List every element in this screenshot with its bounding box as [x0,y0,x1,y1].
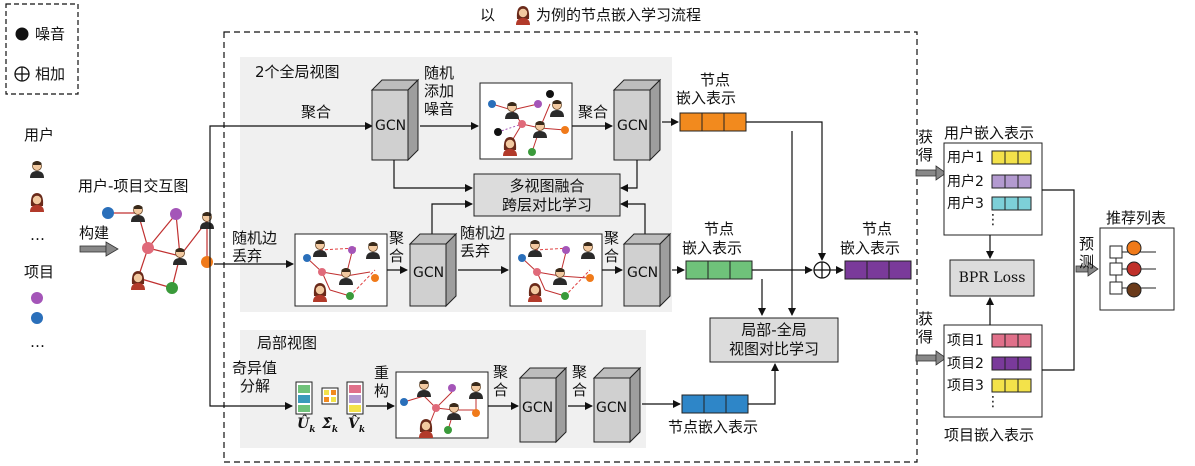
local-view-title: 局部视图 [257,334,318,352]
obtain-user-line1: 获 [918,128,934,146]
fusion-line2: 跨层对比学习 [501,196,592,214]
predict-line2: 测 [1079,253,1095,271]
reconstruct-line1: 重 [374,364,390,382]
edge-drop-2-line2: 丢弃 [460,242,491,260]
obtain-user-line2: 得 [918,146,934,164]
gcn-label-3: GCN [413,265,445,281]
users-label: 用户 [24,126,55,144]
gcn-box-3 [408,232,458,308]
add-noise-line3: 噪音 [424,100,455,118]
gcn-label-2: GCN [617,118,649,134]
user-icon-2 [30,193,44,212]
gcn-label-1: GCN [375,118,407,134]
user-vdots: ⋮ [986,212,1000,228]
blue-embedding [681,394,749,414]
global-view-title: 2个全局视图 [255,63,340,81]
item-1-label: 项目1 [947,333,984,349]
add-noise-line2: 添加 [424,82,455,100]
user-1-label: 用户1 [947,150,984,166]
node-embedding-top-line1: 节点 [699,71,730,89]
local-global-contrast-box [709,317,839,363]
node-embedding-top-line2: 嵌入表示 [676,89,737,107]
edge-drop-1-line1: 随机边 [232,229,278,247]
legend-noise-label: 噪音 [35,25,66,43]
aggregate-label-3: 聚合 [389,229,405,265]
gcn-label-4: GCN [627,265,659,281]
matrix-u-label: Ûk [297,416,316,435]
gcn-box-4 [622,232,672,308]
gcn-label-5: GCN [522,400,554,416]
gcn-label-6: GCN [596,400,628,416]
svd-matrices [295,381,364,415]
aggregate-label-6: 聚合 [572,363,588,399]
edge-drop-2-line1: 随机边 [460,224,506,242]
legend-box [5,3,79,95]
bpr-loss-label: BPR Loss [958,270,1026,286]
title-text: 为例的节点嵌入学习流程 [536,6,702,24]
fusion-box [473,173,621,217]
user-icon-1 [29,160,45,179]
process-frame [223,31,918,463]
gcn-box-5 [518,366,568,444]
obtain-arrow-user [935,165,947,181]
obtain-arrow-item [935,350,947,366]
aggregate-label-2: 聚合 [578,103,609,121]
noise-legend-dot [15,27,29,41]
edge-drop-1-line2: 丢弃 [232,247,263,265]
contrast-line1: 局部-全局 [741,321,807,339]
build-arrow [105,241,119,257]
title-avatar-icon [516,6,530,25]
interaction-graph-label: 用户-项目交互图 [78,177,189,195]
user-3-label: 用户3 [947,196,984,212]
bpr-loss-box [949,259,1035,297]
add-noise-line1: 随机 [424,64,455,82]
svd-line2: 分解 [240,377,271,395]
contrast-line2: 视图对比学习 [728,340,819,358]
gcn-box-2 [612,78,662,162]
title-prefix: 以 [480,6,496,24]
gcn-box-6 [592,366,642,444]
item-vdots: ⋮ [986,394,1000,410]
matrix-v-label: V̂k [348,416,366,435]
user-embedding-title: 用户嵌入表示 [944,124,1035,142]
final-embedding-line1: 节点 [861,220,892,238]
interaction-graph [102,204,215,294]
item-embedding-title: 项目嵌入表示 [944,426,1035,444]
fusion-line1: 多视图融合 [509,177,585,195]
item-node-purple [31,292,43,304]
user-2-label: 用户2 [947,174,984,190]
predict-arrow [1087,261,1099,277]
item-3-label: 项目3 [947,378,984,394]
green-embedding [685,260,753,280]
reconstruct-line2: 构 [374,382,390,400]
orange-embedding [679,112,747,132]
purple-embedding [844,260,912,280]
svd-line1: 奇异值 [232,359,278,377]
final-embedding-line2: 嵌入表示 [840,239,901,257]
item-node-blue [31,312,43,324]
aggregate-label-4: 聚合 [604,229,620,265]
item-2-label: 项目2 [947,356,984,372]
rec-list-title: 推荐列表 [1106,209,1167,227]
noisy-graph-box [479,82,573,160]
obtain-item-line2: 得 [918,328,934,346]
node-embedding-mid-line2: 嵌入表示 [682,239,743,257]
obtain-item-line1: 获 [918,310,934,328]
gcn-box-1 [370,78,420,162]
aggregate-label-1: 聚合 [301,103,332,121]
build-label: 构建 [79,224,110,242]
matrix-sigma-label: Σ̂k [322,416,339,435]
reconstructed-graph-box [395,371,489,439]
users-ellipsis: … [30,226,45,244]
node-embedding-mid-line1: 节点 [703,220,734,238]
items-label: 项目 [24,263,55,281]
aggregate-label-5: 聚合 [493,363,509,399]
predict-line1: 预 [1079,235,1095,253]
items-ellipsis: … [30,333,45,351]
node-embedding-local: 节点嵌入表示 [668,418,759,436]
legend-add-label: 相加 [35,65,66,83]
